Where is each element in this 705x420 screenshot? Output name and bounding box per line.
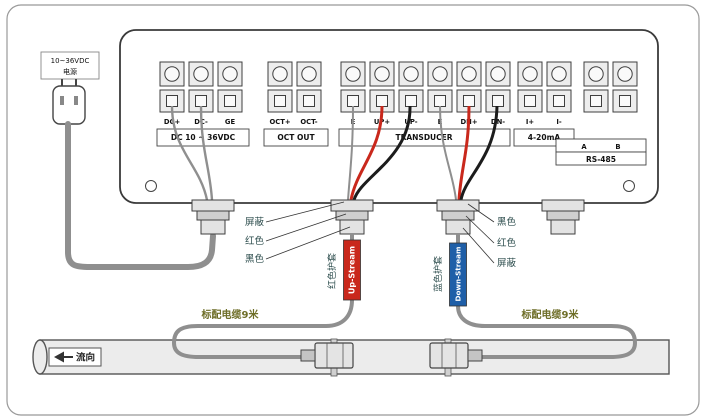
caption-rs485: RS-485	[586, 155, 616, 164]
wire-label-red-left: 红色	[245, 235, 265, 247]
pin-label-b: B	[615, 143, 620, 151]
caption-box-oct	[263, 128, 329, 147]
flow-arrow-icon	[54, 351, 64, 363]
flow-box	[48, 347, 102, 367]
transducer-upstream	[300, 338, 354, 377]
wire-label-shield-right: 屏蔽	[497, 257, 517, 269]
pin-label-a: A	[581, 143, 587, 151]
wire-color-callouts-right: 黑色 红色 屏蔽	[462, 203, 517, 269]
transducer-body	[314, 342, 354, 369]
caption-oct: OCT OUT	[277, 133, 315, 142]
downstream-sheath: Down-Stream 蓝色护套	[432, 234, 467, 307]
pin-label-i-plus: I+	[526, 118, 534, 126]
power-label-line1: 10~36VDC	[51, 57, 90, 65]
pin-label-oct-minus: OCT-	[300, 118, 317, 126]
pin-label-ge: GE	[225, 118, 236, 126]
pin-label-dn-minus: DN-	[491, 118, 505, 126]
leader-line	[265, 213, 347, 242]
plug-slot	[74, 96, 78, 105]
downstream-cable	[456, 305, 637, 359]
wire-color-callouts-left: 屏蔽 红色 黑色	[245, 201, 351, 265]
up-red-wire	[349, 105, 384, 201]
wire-label-red-right: 红色	[497, 237, 517, 249]
mounting-hole-left	[145, 180, 157, 192]
wire-label-black-right: 黑色	[497, 216, 517, 228]
leader-line	[462, 227, 495, 264]
flow-label: 流向	[76, 352, 95, 364]
up-shield-wire	[347, 105, 354, 201]
cable-connector	[467, 349, 483, 362]
pipe-left-cap	[32, 339, 48, 375]
downstream-sheath-label: Down-Stream	[454, 246, 463, 301]
pin-label-up-minus: UP-	[404, 118, 417, 126]
terminal-block-rs485: A B RS-485	[555, 61, 647, 166]
leader-line	[467, 203, 495, 223]
transducer-downstream	[429, 338, 483, 377]
leader-line	[265, 226, 351, 260]
dn-red-wire	[457, 105, 471, 201]
power-wire	[199, 105, 214, 201]
terminal-block-oct: OCT+ OCT- OCT OUT	[263, 61, 329, 147]
power-label-line2: 电源	[63, 67, 77, 76]
leader-line	[465, 215, 495, 244]
upstream-sheath-label: Up-Stream	[348, 246, 357, 294]
pin-label-oct-plus: OCT+	[269, 118, 290, 126]
dn-black-wire	[459, 105, 499, 201]
caption-transducer: TRANSDUCER	[395, 133, 452, 142]
pin-label-i-minus: I-	[556, 118, 562, 126]
caption-box-ab	[555, 138, 647, 153]
blue-sheath	[449, 242, 467, 307]
caption-box-rs485	[555, 151, 647, 166]
mounting-hole-right	[623, 180, 635, 192]
power-cable	[64, 121, 216, 270]
caption-current: 4-20mA	[528, 133, 561, 142]
power-wire	[170, 105, 209, 201]
cable-connector	[300, 349, 316, 362]
upstream-cable	[172, 299, 354, 359]
transducer-body	[429, 342, 469, 369]
red-sheath	[343, 239, 361, 301]
power-label-box	[40, 51, 100, 80]
wire-label-black-left: 黑色	[245, 253, 265, 265]
dn-shield-wire	[439, 105, 457, 201]
cable-note-right: 标配电缆9米	[521, 308, 580, 321]
wire-label-shield-left: 屏蔽	[245, 216, 265, 228]
blue-jacket-label: 蓝色护套	[432, 256, 444, 292]
plug-slot	[60, 96, 64, 105]
upstream-sheath: Up-Stream 红色护套	[326, 234, 361, 301]
power-supply: 10~36VDC 电源	[40, 51, 216, 270]
pin-label-dc-plus: DC+	[164, 118, 180, 126]
red-jacket-label: 红色护套	[326, 253, 338, 289]
leader-line	[265, 201, 345, 223]
power-plug-icon	[52, 85, 86, 125]
cable-note-left: 标配电缆9米	[201, 308, 260, 321]
up-black-wire	[352, 105, 412, 201]
flow-direction: 流向	[48, 347, 102, 367]
panel-wires	[170, 105, 499, 201]
